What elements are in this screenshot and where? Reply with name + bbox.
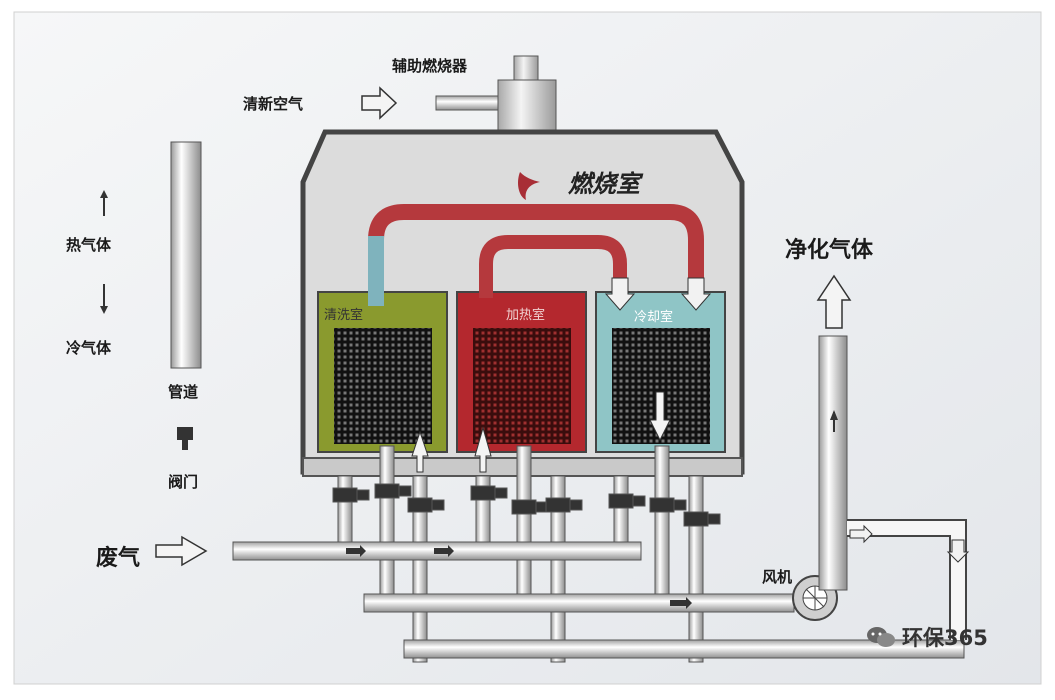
hot-gas-arrow-icon [100,190,108,216]
hot-pipe-outer [368,204,704,306]
combustion-chamber-label: 燃烧室 [568,170,640,198]
legend-pipe [170,141,202,369]
auxiliary-burner-label: 辅助燃烧器 [392,57,468,75]
pipe-label: 管道 [168,383,199,401]
valve-icon [332,483,721,527]
watermark: 环保365 [866,622,988,652]
heat-room-grid [473,328,571,444]
fan-icon [792,575,838,621]
clean-gas-arrow-icon [816,274,852,329]
down-arrow-icon [604,277,712,311]
bypass-arrow-icon [849,524,970,563]
cool-down-arrow-icon [649,391,671,442]
fresh-air-arrow-icon [361,86,398,120]
fresh-air-label: 清新空气 [243,95,304,113]
heat-room-label: 加热室 [506,308,546,323]
watermark-text: 环保365 [902,626,988,650]
clean-gas-stack [818,335,848,591]
hot-gas-label: 热气体 [66,236,112,254]
bottom-return-pipe [403,639,965,659]
wechat-icon [867,627,895,647]
flow-arrow-icon [346,545,692,609]
up-arrow-icon [411,426,492,473]
cold-gas-label: 冷气体 [66,339,112,357]
clean-gas-label: 净化气体 [785,238,874,263]
legend-valve-icon [177,427,193,450]
wash-room-label: 清洗室 [324,308,364,323]
valve-label: 阀门 [168,473,199,491]
waste-gas-label: 废气 [96,546,141,571]
hot-pipe-inner [479,235,627,298]
fan-label: 风机 [762,568,793,586]
vertical-pipes [337,445,704,663]
waste-gas-arrow-icon [155,535,208,567]
flame-icon [518,172,540,200]
stack-arrow-icon [830,410,838,432]
cold-gas-arrow-icon [100,284,108,314]
wash-room-grid [334,328,432,444]
fan-inlet-pipe [363,593,795,613]
cool-room-label: 冷却室 [634,310,674,325]
